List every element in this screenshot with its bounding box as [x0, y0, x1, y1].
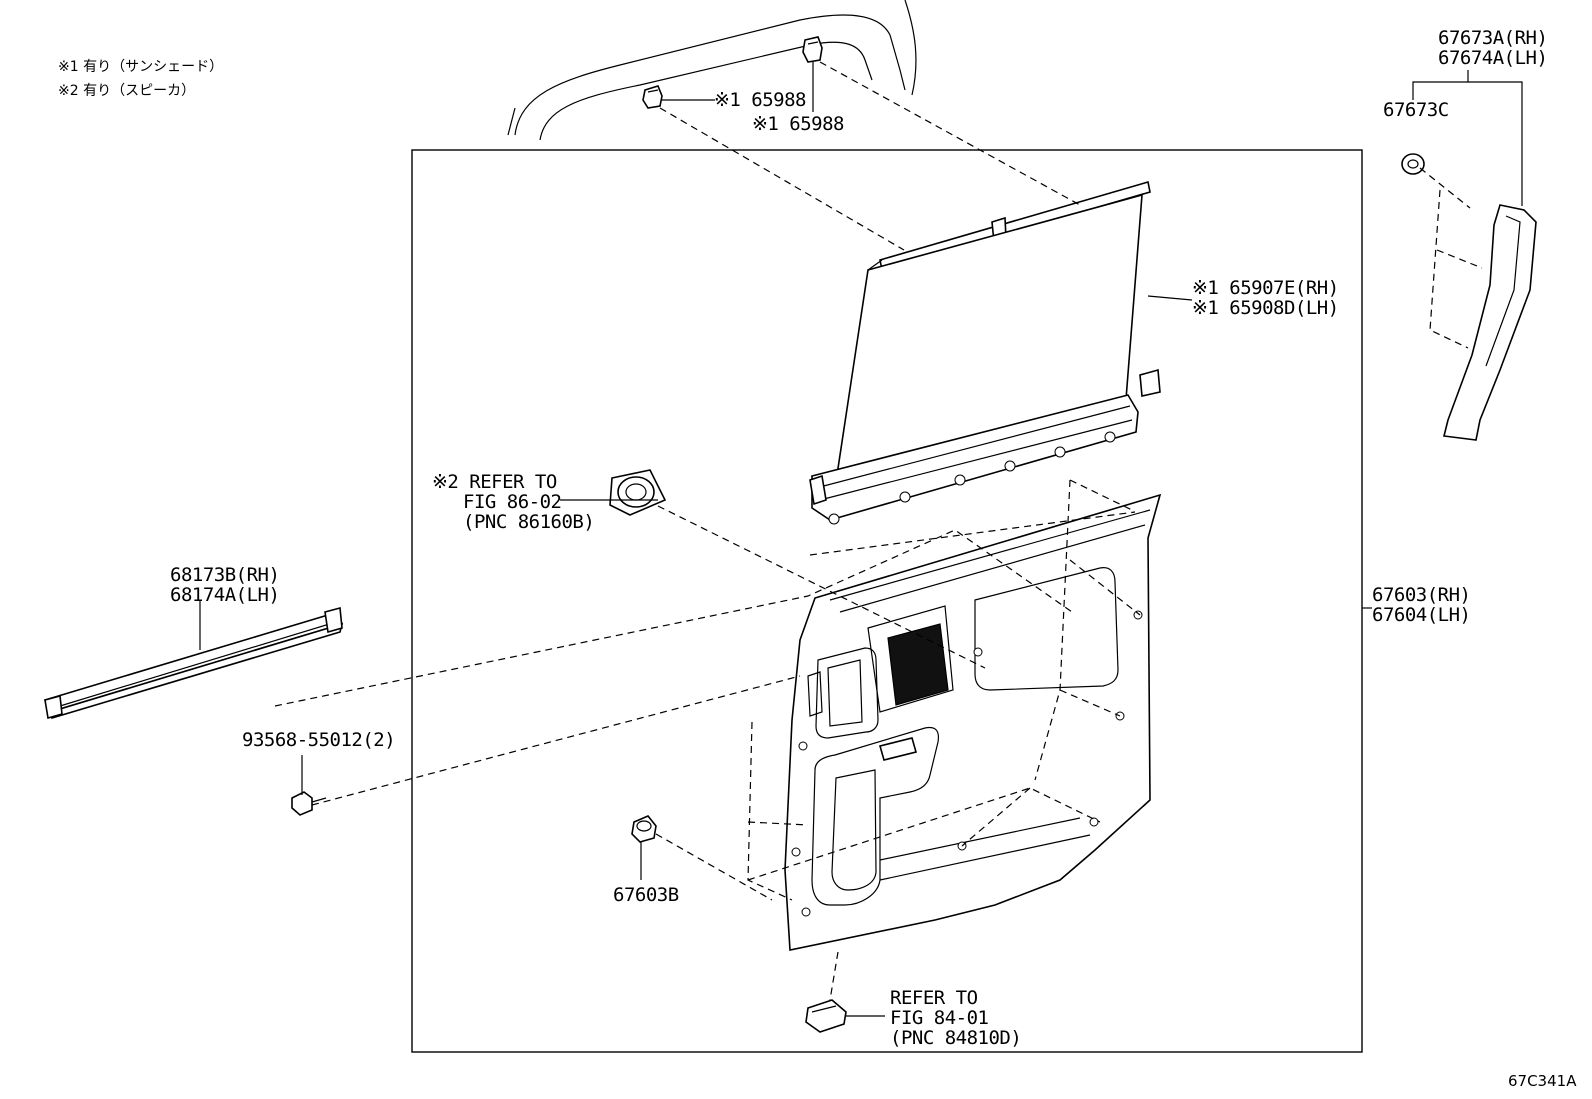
phantom-lines [274, 61, 1483, 1001]
label-weatherstrip-rh: 68173B(RH) [170, 564, 280, 586]
note-1: ※1 有り（サンシェード） [58, 59, 224, 75]
label-panel-lh: 67604(LH) [1372, 604, 1471, 626]
pillar-garnish [1443, 204, 1537, 441]
leader-lines [199, 62, 1523, 1017]
note-2: ※2 有り（スピーカ） [58, 83, 196, 99]
screw [291, 791, 327, 816]
label-clip-65988-a: ※1 65988 [714, 89, 807, 111]
label-screw: 93568-55012(2) [242, 729, 396, 751]
speaker [609, 469, 667, 516]
assembly-box [411, 149, 1363, 1053]
label-garnish-clip: 67673C [1383, 99, 1449, 121]
clip-67673c [1401, 153, 1425, 175]
clip-65988-left [642, 85, 663, 109]
label-clip-67603b: 67603B [613, 884, 679, 906]
label-switch-refer: REFER TO [890, 987, 978, 1009]
label-clip-65988-b: ※1 65988 [752, 113, 845, 135]
label-speaker-pnc: (PNC 86160B) [463, 511, 595, 533]
clip-65988-right [802, 36, 823, 63]
label-sunshade-lh: ※1 65908D(LH) [1192, 297, 1339, 319]
figure-code: 67C341A [1508, 1072, 1577, 1090]
label-switch-fig: FIG 84-01 [890, 1007, 989, 1029]
door-frame-outline [507, 0, 917, 141]
label-speaker-fig: FIG 86-02 [463, 491, 562, 513]
label-speaker-refer: ※2 REFER TO [432, 471, 557, 493]
door-weatherstrip [43, 606, 344, 720]
label-switch-pnc: (PNC 84810D) [890, 1027, 1022, 1049]
label-panel-rh: 67603(RH) [1372, 584, 1471, 606]
power-window-switch [805, 999, 847, 1033]
clip-67603b [631, 815, 657, 843]
label-sunshade-rh: ※1 65907E(RH) [1192, 277, 1339, 299]
sunshade-assembly [809, 180, 1161, 525]
label-garnish-rh: 67673A(RH) [1438, 27, 1548, 49]
label-garnish-lh: 67674A(LH) [1438, 47, 1548, 69]
label-weatherstrip-lh: 68174A(LH) [170, 584, 280, 606]
door-trim-panel [784, 493, 1162, 951]
